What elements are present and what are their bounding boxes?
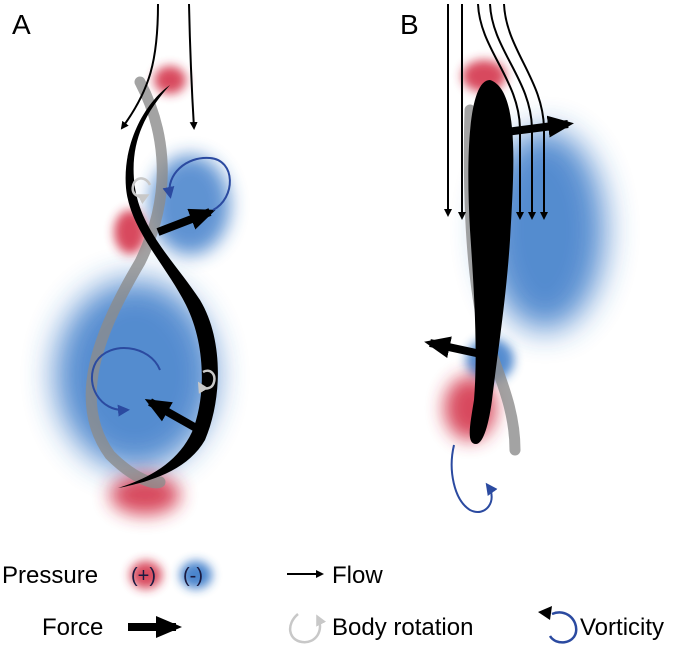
panel-a-label: A [12,9,31,40]
legend-negative-pressure-swatch [180,561,212,589]
flow-streamline [188,3,198,130]
force-arrow [424,336,491,360]
body-rotation-arrow [197,369,216,394]
legend-pressure-label: Pressure [2,562,98,589]
vorticity-arrow [91,347,161,417]
negative-pressure-region [485,130,605,330]
legend-body-rotation-icon [289,613,327,644]
legend-vorticity-icon [548,611,578,644]
legend-vorticity-arrowhead [538,606,552,620]
legend-positive-pressure-swatch [130,561,162,589]
panel-a [55,3,231,515]
force-arrow [156,208,216,236]
flow-streamline [503,3,548,220]
force-arrow [505,115,574,138]
legend-negative-sign: (-) [183,565,203,587]
legend: Pressure (+) (-) Flow Force Body rotatio… [2,561,664,644]
vorticity-arrow [162,156,231,211]
flow-streamline [489,3,536,220]
legend-flow-label: Flow [332,562,383,589]
positive-pressure-region [154,66,186,94]
legend-body-rotation-label: Body rotation [332,614,473,641]
flow-streamline [120,3,159,130]
body-rotation-arrow [131,177,152,205]
vorticity-arrow [450,444,498,513]
legend-positive-sign: (+) [131,565,156,587]
flow-streamline [477,3,524,220]
force-arrow [144,398,198,432]
legend-force-label: Force [42,614,103,641]
panel-b-label: B [400,9,419,40]
panel-a-pressure-regions [55,66,230,515]
panel-b [424,3,605,513]
previous-body-outline [85,76,168,489]
legend-vorticity-label: Vorticity [580,614,664,641]
